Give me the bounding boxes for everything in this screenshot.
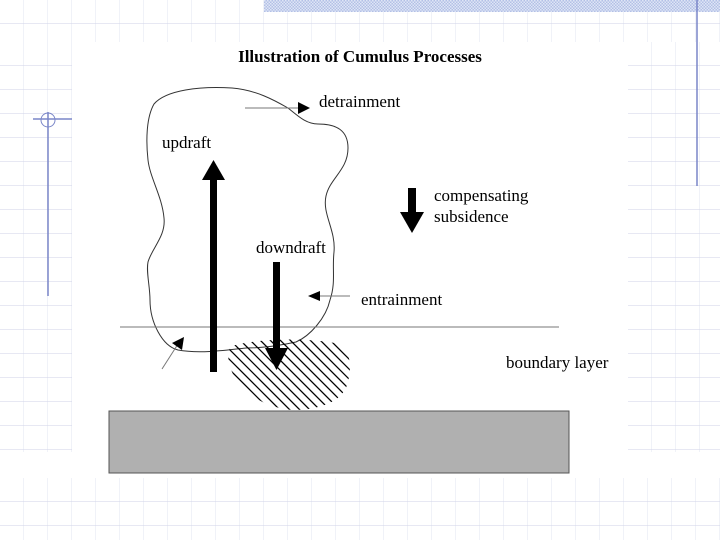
downdraft-arrow-icon bbox=[265, 262, 288, 370]
ground-surface bbox=[108, 410, 570, 474]
label-downdraft: downdraft bbox=[256, 238, 326, 257]
label-updraft: updraft bbox=[162, 133, 212, 152]
downdraft-outflow-hatch bbox=[228, 339, 350, 410]
lower-entrainment-arrow-icon bbox=[161, 337, 184, 370]
entrainment-arrow-icon bbox=[308, 291, 350, 301]
subsidence-arrow-icon bbox=[400, 188, 424, 233]
label-compensating: compensating bbox=[434, 186, 529, 205]
updraft-arrow-icon bbox=[202, 160, 225, 372]
left-accent-line bbox=[33, 112, 72, 296]
label-entrainment: entrainment bbox=[361, 290, 443, 309]
label-subsidence: subsidence bbox=[434, 207, 509, 226]
slide-title: Illustration of Cumulus Processes bbox=[238, 47, 482, 66]
label-boundary-layer: boundary layer bbox=[506, 353, 609, 372]
header-banner bbox=[264, 0, 720, 12]
cloud-outline bbox=[146, 87, 349, 353]
label-detrainment: detrainment bbox=[319, 92, 401, 111]
detrainment-arrow-icon bbox=[245, 102, 310, 114]
